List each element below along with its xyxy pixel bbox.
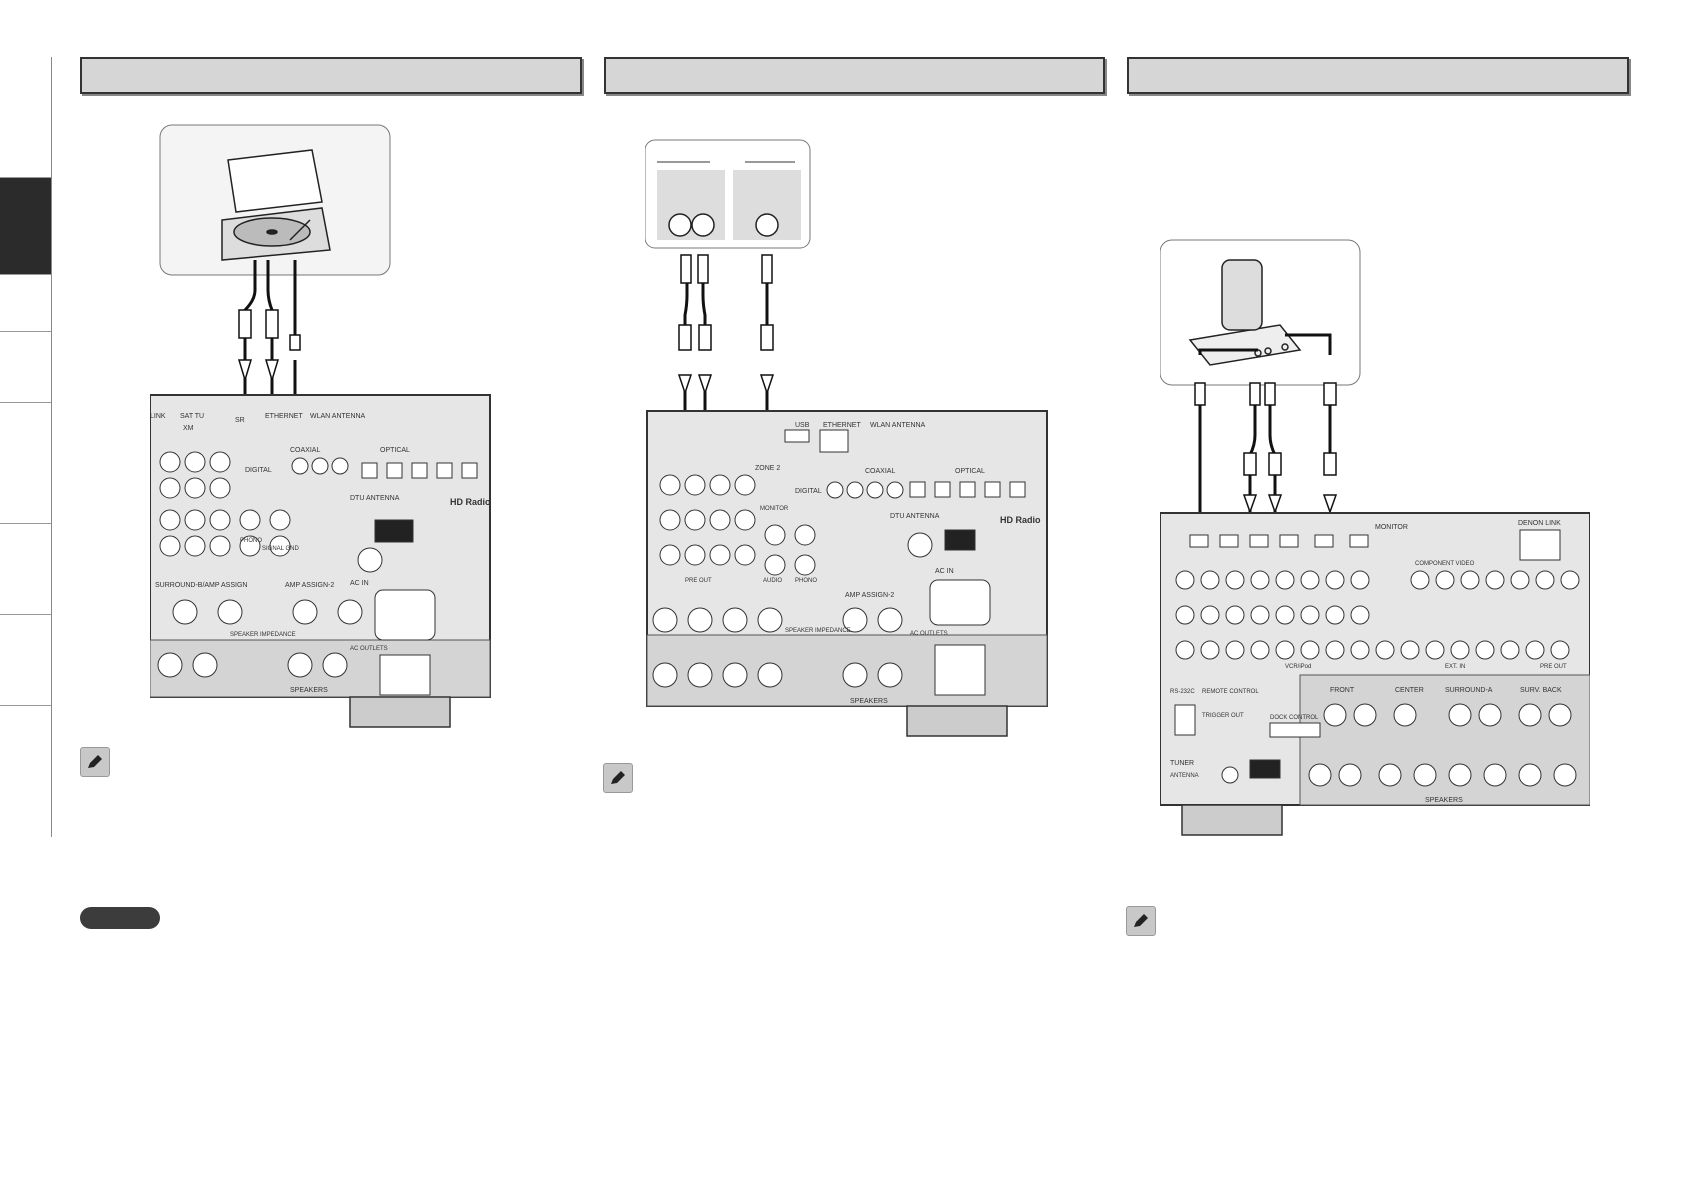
amp-assign-label-2: AMP ASSIGN-2 (845, 592, 894, 599)
receiver-rear-panel-1: LINK SAT TU XM SR ETHERNET WLAN ANTENNA … (150, 394, 491, 728)
monitor-label-3: MONITOR (1375, 524, 1408, 531)
center-label: CENTER (1395, 687, 1424, 694)
section-header-turntable (80, 57, 582, 94)
preout-label-3: PRE OUT (1540, 664, 1567, 670)
optical-label: OPTICAL (380, 447, 410, 454)
chapter-sidebar (0, 57, 52, 837)
acoutlets-label-2: AC OUTLETS (910, 631, 948, 637)
coaxial-label-2: COAXIAL (865, 468, 895, 475)
sidebar-tab-5[interactable] (0, 403, 51, 524)
ipod-dock-illustration (1188, 259, 1302, 366)
acin-label-2: AC IN (935, 568, 954, 575)
impedance-label: SPEAKER IMPEDANCE (230, 632, 296, 638)
tuner-label: TUNER (1170, 760, 1194, 767)
surv-back-label: SURV. BACK (1520, 687, 1562, 694)
preout-label-2: PRE OUT (685, 578, 712, 584)
front-label: FRONT (1330, 687, 1355, 694)
sr-label: SR (235, 417, 245, 424)
sidebar-tab-3[interactable] (0, 275, 51, 332)
wlan-label: WLAN ANTENNA (310, 413, 366, 420)
turntable-connection-diagram: LINK SAT TU XM SR ETHERNET WLAN ANTENNA … (150, 124, 491, 728)
link-label: LINK (150, 413, 166, 420)
coaxial-label: COAXIAL (290, 447, 320, 454)
ext-in-label: EXT. IN (1445, 664, 1465, 670)
sidebar-tab-7[interactable] (0, 615, 51, 706)
sidebar-tab-6[interactable] (0, 524, 51, 615)
zone2-label: ZONE 2 (755, 465, 780, 472)
xm-label: XM (183, 425, 194, 432)
note-pencil-icon-2 (603, 763, 633, 793)
vcr-ipod-label: VCR/iPod (1285, 664, 1311, 670)
speakers-label-3: SPEAKERS (1425, 797, 1463, 804)
audio-label-2: AUDIO (763, 578, 782, 584)
remote-control-label: REMOTE CONTROL (1202, 689, 1259, 695)
acoutlets-label: AC OUTLETS (350, 646, 388, 652)
dtu-label-2: DTU ANTENNA (890, 513, 940, 520)
sidebar-tab-4[interactable] (0, 332, 51, 403)
note-pencil-icon (80, 747, 110, 777)
denonlink-label: DENON LINK (1518, 520, 1561, 527)
wlan-label-2: WLAN ANTENNA (870, 422, 926, 429)
hdradio-label: HD Radio (450, 497, 491, 507)
phono-label-2: PHONO (795, 578, 817, 584)
speakers-label-2: SPEAKERS (850, 698, 888, 705)
phono-label: PHONO (240, 538, 262, 544)
component-video-label: COMPONENT VIDEO (1415, 561, 1475, 567)
sidebar-tab-1[interactable] (0, 57, 51, 178)
dtu-label: DTU ANTENNA (350, 495, 400, 502)
surround-assign-label: SURROUND-B/AMP ASSIGN (155, 582, 247, 589)
digital-label-2: DIGITAL (795, 488, 822, 495)
impedance-label-2: SPEAKER IMPEDANCE (785, 628, 851, 634)
amp-assign-label: AMP ASSIGN-2 (285, 582, 334, 589)
section-header-cd-player (604, 57, 1105, 94)
speakers-label: SPEAKERS (290, 687, 328, 694)
antenna-label: ANTENNA (1170, 773, 1199, 779)
acin-label: AC IN (350, 580, 369, 587)
usb-label: USB (795, 422, 810, 429)
cd-player-connection-diagram: USB ETHERNET WLAN ANTENNA COAXIAL OPTICA… (645, 139, 1048, 737)
monitor-label: MONITOR (760, 506, 789, 512)
ethernet-label-2: ETHERNET (823, 422, 861, 429)
rs232c-label: RS-232C (1170, 689, 1195, 695)
rca-plugs (237, 309, 301, 383)
note-pencil-icon-3 (1126, 906, 1156, 936)
turntable-illustration (221, 149, 331, 261)
digital-label: DIGITAL (245, 467, 272, 474)
ethernet-label: ETHERNET (265, 413, 303, 420)
surround-a-label: SURROUND-A (1445, 687, 1493, 694)
receiver-rear-panel-2: USB ETHERNET WLAN ANTENNA COAXIAL OPTICA… (646, 410, 1048, 737)
sat-label: SAT TU (180, 413, 204, 420)
section-header-ipod-dock (1127, 57, 1629, 94)
note-pill-badge (80, 907, 160, 929)
trigger-out-label: TRIGGER OUT (1202, 713, 1244, 719)
dock-control-label: DOCK CONTROL (1270, 715, 1319, 721)
signal-gnd-label: SIGNAL GND (262, 546, 299, 552)
ipod-dock-connection-diagram: MONITOR DENON LINK COMPONENT VIDEO VCR/i… (1160, 239, 1590, 836)
audio-out-panel (657, 170, 725, 240)
hdradio-label-2: HD Radio (1000, 515, 1041, 525)
receiver-rear-panel-3: MONITOR DENON LINK COMPONENT VIDEO VCR/i… (1160, 512, 1590, 836)
optical-label-2: OPTICAL (955, 468, 985, 475)
sidebar-tab-2[interactable] (0, 178, 51, 275)
